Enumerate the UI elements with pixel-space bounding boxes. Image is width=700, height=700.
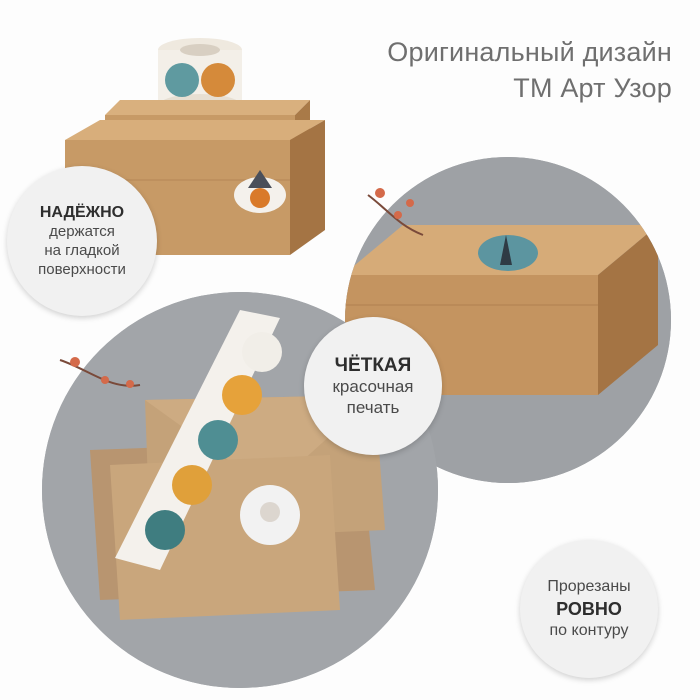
- headline-line-2: ТМ Арт Узор: [513, 73, 672, 103]
- badge-1-line-3: поверхности: [38, 261, 126, 278]
- stacked-boxes-photo: [60, 20, 330, 260]
- feature-badge-cut: Прорезаны РОВНО по контуру: [520, 540, 658, 678]
- berry-branch-decoration: [367, 188, 424, 236]
- badge-2-bold: ЧЁТКАЯ: [334, 354, 412, 376]
- badge-3-line-1: Прорезаны: [547, 578, 631, 595]
- badge-1-bold: НАДЁЖНО: [39, 204, 125, 221]
- box-closeup-photo: [328, 155, 688, 485]
- berry-branch-decoration-2: [59, 357, 141, 388]
- feature-badge-print: ЧЁТКАЯ красочная печать: [304, 317, 442, 455]
- badge-1-line-1: держатся: [49, 223, 115, 240]
- badge-3-line-2: по контуру: [549, 622, 629, 639]
- feature-badge-reliable: НАДЁЖНО держатся на гладкой поверхности: [7, 166, 157, 316]
- headline-line-1: Оригинальный дизайн: [387, 37, 672, 67]
- badge-3-bold: РОВНО: [556, 599, 622, 619]
- badge-1-line-2: на гладкой: [44, 242, 120, 259]
- headline: Оригинальный дизайн ТМ Арт Узор: [387, 34, 672, 106]
- badge-2-line-2: печать: [346, 397, 400, 417]
- badge-2-line-1: красочная: [332, 376, 414, 396]
